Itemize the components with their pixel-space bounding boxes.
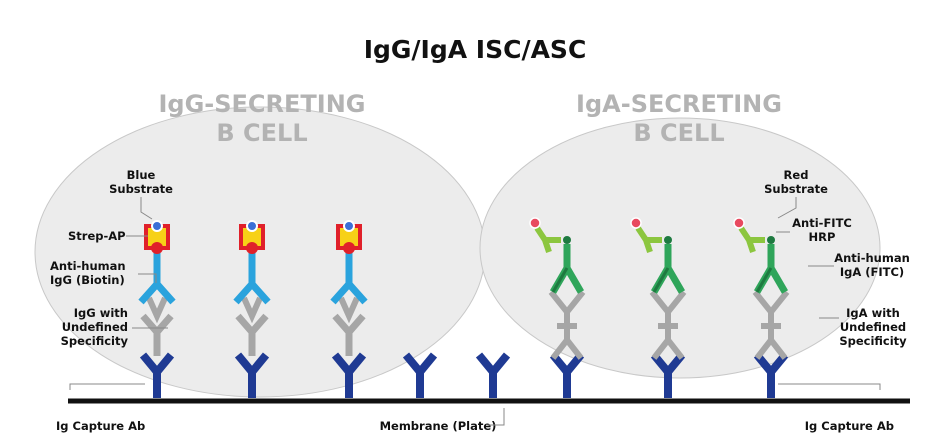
igg-undefined-antibody-shape [235, 313, 269, 356]
igg-undefined-antibody-arms [146, 296, 168, 324]
igg-undefined-antibody-3 [332, 296, 366, 356]
capture-antibody-4-shape [402, 352, 438, 398]
red-substrate-dot [529, 217, 541, 229]
igg-undefined-antibody-arms [241, 296, 263, 324]
anti-fitc-hrp-label-1: Anti-FITC [792, 216, 852, 230]
anti-fitc-hrp-label-2: HRP [809, 230, 836, 244]
fitc-dot [767, 236, 775, 244]
red-substrate-dot [733, 217, 745, 229]
undefined-specificity-antibodies [140, 290, 790, 360]
red-substrate-label-1: Red [784, 168, 809, 182]
iga-detection-complex-2 [630, 217, 686, 294]
red-substrate-label-2: Substrate [764, 182, 828, 196]
capture-antibody-3-shape [331, 352, 367, 398]
capture-antibody-1 [139, 352, 175, 398]
red-substrate-dot [630, 217, 642, 229]
capture-antibody-8 [753, 352, 789, 398]
iga-undefined-label-1: IgA with [846, 306, 900, 320]
anti-human-igg-antibody [233, 252, 271, 305]
anti-human-igg-antibody [138, 252, 176, 305]
igg-cell-title-line1: IgG-SECRETING [158, 90, 365, 118]
iga-secreting-b-cell [479, 117, 881, 379]
igg-detection-complex-1 [138, 220, 176, 305]
ig-capture-ab-label-left: Ig Capture Ab [56, 419, 145, 433]
anti-human-iga-shade [652, 267, 670, 293]
anti-fitc-hrp-antibody [635, 226, 662, 253]
igg-undefined-antibody-shape [140, 313, 174, 356]
igg-detection-complex-2 [233, 220, 271, 305]
diagram-title: IgG/IgA ISC/ASC [364, 35, 587, 64]
capture-antibody-7 [650, 352, 686, 398]
iga-cell-title-line1: IgA-SECRETING [576, 90, 782, 118]
iga-detection-complex-1 [529, 217, 585, 294]
iga-undefined-antibody-3 [752, 290, 790, 360]
fitc-dot [563, 236, 571, 244]
capture-antibody-7-shape [650, 352, 686, 398]
capture-antibody-5-shape [475, 352, 511, 398]
anti-human-iga-label-1: Anti-human [834, 251, 910, 265]
capture-antibody-5 [475, 352, 511, 398]
blue-substrate-dot [151, 220, 163, 232]
igg-cell-title-line2: B CELL [216, 119, 307, 147]
iga-undefined-label-3: Specificity [839, 334, 907, 348]
igg-secreting-b-cell [34, 106, 486, 398]
anti-human-iga-shade [755, 267, 773, 293]
capture-antibody-6 [549, 352, 585, 398]
iga-undefined-antibody-2 [649, 290, 687, 360]
iga-undefined-antibody-base [754, 335, 788, 360]
iga-cell-title-line2: B CELL [633, 119, 724, 147]
igg-undefined-antibody-shape [332, 313, 366, 356]
ig-capture-ab-label-right: Ig Capture Ab [805, 419, 894, 433]
anti-human-iga-label-2: IgA (FITC) [840, 265, 904, 279]
strep-ap-biotin-dot [151, 242, 163, 254]
strep-ap-biotin-dot [246, 242, 258, 254]
igg-undefined-label-1: IgG with [74, 306, 128, 320]
anti-human-igg-label-1: Anti-human [50, 259, 126, 273]
blue-substrate-label-2: Substrate [109, 182, 173, 196]
anti-fitc-hrp-antibody [738, 226, 765, 253]
igg-undefined-label-2: Undefined [62, 320, 128, 334]
leader-red-substrate [777, 197, 797, 219]
callout-leaders [69, 197, 881, 426]
igg-undefined-antibody-arms [338, 296, 360, 324]
leader-membrane [486, 408, 505, 426]
membrane-plate-label: Membrane (Plate) [380, 419, 497, 433]
capture-antibody-3 [331, 352, 367, 398]
anti-human-igg-label-2: IgG (Biotin) [50, 273, 125, 287]
iga-undefined-antibody-base [550, 335, 584, 360]
anti-fitc-hrp-antibody [534, 226, 561, 253]
igg-undefined-antibody-1 [140, 296, 174, 356]
strep-ap-label: Strep-AP [68, 229, 126, 243]
leader-capture-right [778, 383, 881, 390]
capture-antibody-1-shape [139, 352, 175, 398]
iga-undefined-label-2: Undefined [840, 320, 906, 334]
detection-antibodies [138, 217, 789, 305]
capture-antibody-8-shape [753, 352, 789, 398]
capture-antibody-2 [234, 352, 270, 398]
iga-undefined-antibody-1 [548, 290, 586, 360]
strep-ap-biotin-dot [343, 242, 355, 254]
igg-undefined-antibody-2 [235, 296, 269, 356]
igg-undefined-label-3: Specificity [61, 334, 129, 348]
capture-antibody-4 [402, 352, 438, 398]
leader-blue-substrate [140, 197, 153, 220]
blue-substrate-dot [246, 220, 258, 232]
blue-substrate-label-1: Blue [127, 168, 156, 182]
anti-human-iga-shade [551, 267, 569, 293]
leader-anti-human-igg [138, 273, 157, 283]
capture-antibodies [139, 352, 789, 398]
iga-undefined-antibody-base [651, 335, 685, 360]
fitc-dot [664, 236, 672, 244]
iga-detection-complex-3 [733, 217, 789, 294]
capture-antibody-2-shape [234, 352, 270, 398]
blue-substrate-dot [343, 220, 355, 232]
igg-detection-complex-3 [330, 220, 368, 305]
leader-capture-left [69, 383, 145, 390]
anti-human-igg-antibody [330, 252, 368, 305]
capture-antibody-6-shape [549, 352, 585, 398]
